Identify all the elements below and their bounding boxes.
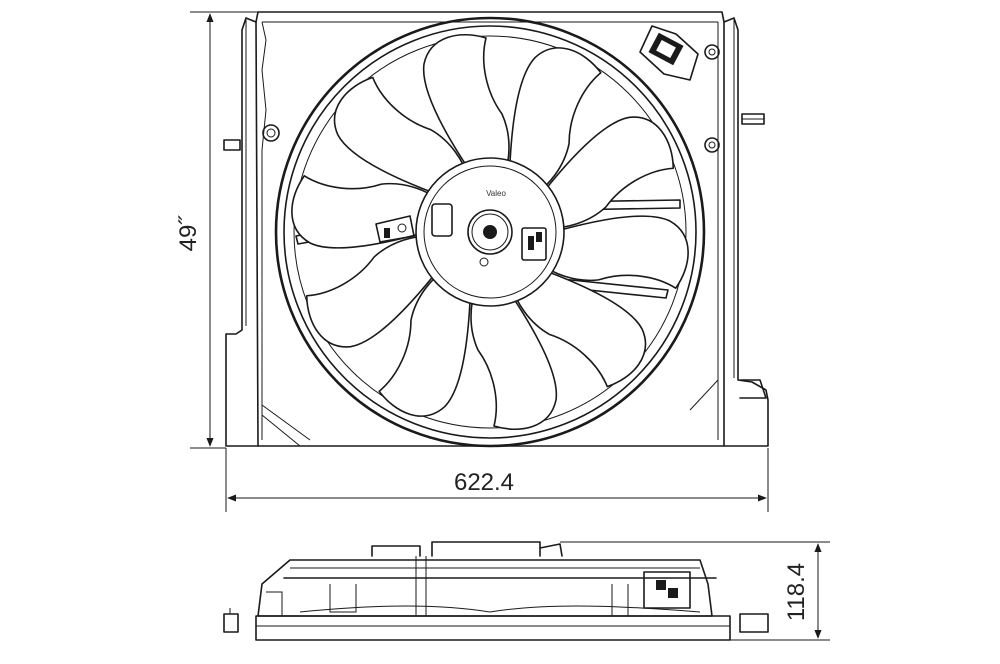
fan-blade	[305, 235, 446, 348]
fan-blade	[333, 76, 470, 199]
front-view: Valeo	[223, 11, 769, 448]
depth-label: 118.4	[783, 563, 810, 621]
resistor-connector	[639, 25, 699, 81]
height-label: 49˝	[175, 215, 202, 252]
fan-blade	[378, 268, 472, 417]
mounting-bosses	[262, 44, 720, 153]
width-dimension: 622.4	[225, 448, 769, 512]
motor-hub: Valeo	[375, 157, 565, 307]
height-dimension: 49˝	[175, 11, 258, 449]
fan-blades	[291, 33, 689, 431]
side-view	[223, 541, 769, 641]
fan-blade	[470, 283, 558, 431]
width-label: 622.4	[454, 469, 514, 496]
fan-blade	[508, 47, 602, 196]
fan-blade	[291, 175, 442, 249]
svg-text:Valeo: Valeo	[486, 189, 506, 198]
shroud-frame	[223, 11, 769, 447]
fan-blade	[510, 265, 647, 388]
fan-ring	[274, 16, 706, 448]
fan-blade	[422, 33, 510, 181]
depth-dimension: 118.4	[560, 541, 830, 641]
fan-blade	[534, 116, 675, 229]
left-mount-tab	[223, 139, 241, 151]
fan-blade	[538, 215, 689, 289]
